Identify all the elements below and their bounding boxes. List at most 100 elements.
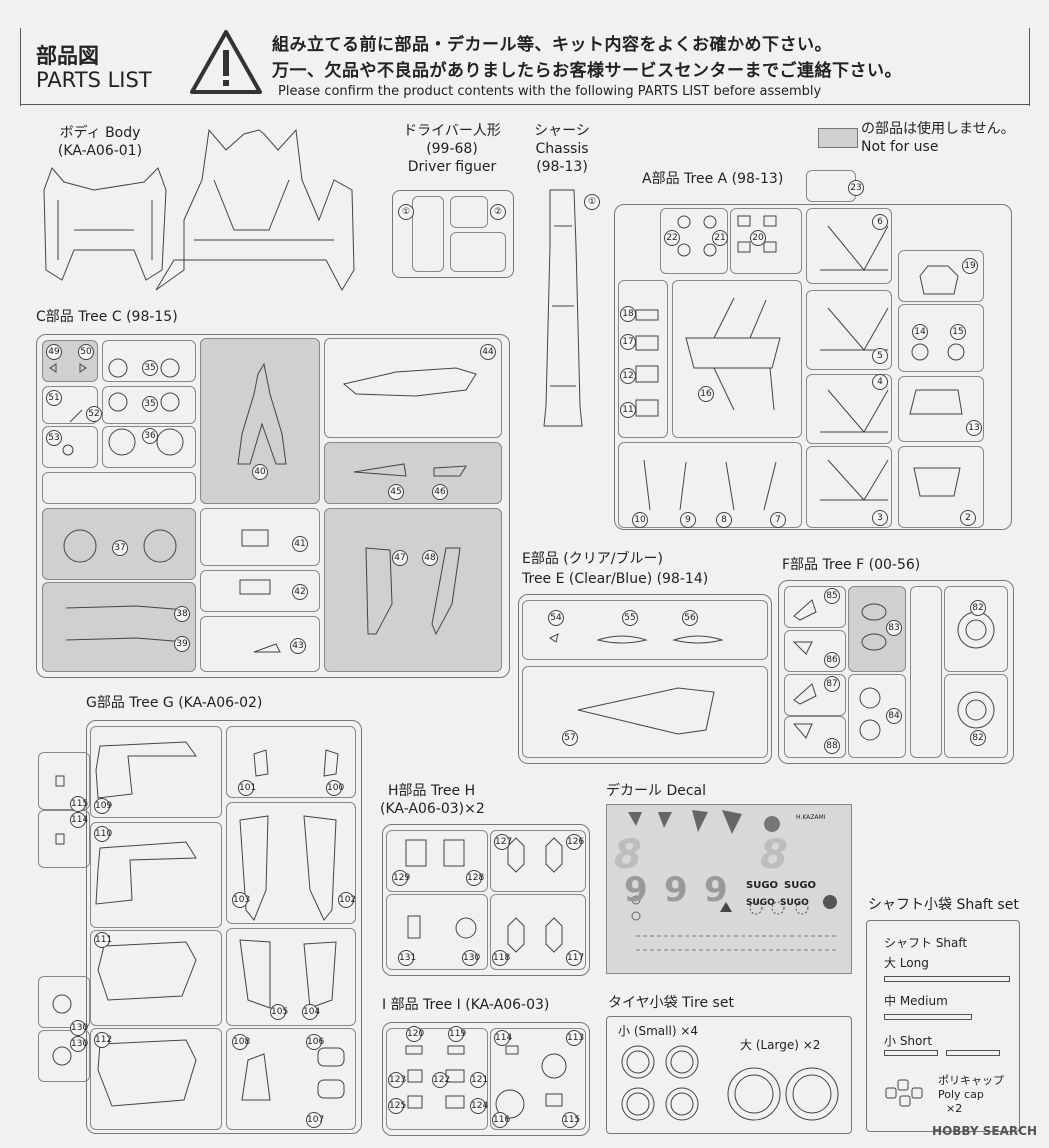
tree-i (382, 1022, 590, 1136)
tree-g-cell (226, 1028, 356, 1130)
tree-f-cell (784, 586, 846, 628)
part-number: 22 (664, 230, 680, 246)
part-number: 52 (86, 406, 102, 422)
tree-c (36, 334, 510, 678)
tree-h-cell (490, 830, 586, 892)
part-number: 121 (470, 1072, 488, 1088)
not-for-use-swatch (818, 128, 858, 148)
part-number: 15 (950, 324, 966, 340)
part-number: 3 (872, 510, 888, 526)
tree-c-cell (42, 472, 196, 504)
part-number: 103 (232, 892, 250, 908)
tree-g-side-cell (38, 976, 90, 1028)
part-number: ① (398, 204, 414, 220)
tree-a-parts (635, 215, 965, 511)
tree-f-cell (944, 674, 1008, 758)
notice-jp-1: 組み立てる前に部品・デカール等、キット内容をよくお確かめ下さい。 (272, 35, 832, 55)
tire-large-label: 大 (Large) ×2 (740, 1038, 821, 1052)
tree-a (614, 204, 1012, 530)
part-number: 129 (392, 870, 410, 886)
part-number: 53 (46, 430, 62, 446)
part-number: 113 (566, 1030, 584, 1046)
driver-title-en: Driver figuer (407, 159, 497, 175)
part-number: 115 (562, 1112, 580, 1128)
part-number: 109 (94, 798, 112, 814)
notice-jp-2: 万一、欠品や不良品がありましたらお客様サービスセンターまでご連絡下さい。 (272, 61, 902, 81)
tree-e-title-1: E部品 (クリア/ブルー) (522, 551, 663, 567)
part-number: 130 (462, 950, 480, 966)
part-number: 125 (388, 1098, 406, 1114)
body-title: ボディ Body (59, 125, 141, 141)
part-number: 35 (142, 360, 158, 376)
header-right-rule (1029, 28, 1030, 106)
decal-title: デカール Decal (606, 783, 707, 799)
part-number: 48 (422, 550, 438, 566)
part-number: 130 (70, 1036, 88, 1052)
shaft-long (884, 976, 1010, 982)
tree-a-cell (898, 304, 984, 372)
chassis-drawing (543, 189, 583, 427)
tree-c-cell (102, 340, 196, 382)
tree-a-cell (806, 290, 892, 370)
part-number: 115 (70, 796, 88, 812)
tree-c-cell (200, 570, 320, 612)
decal-number-8b: 8 (760, 832, 792, 878)
tire-set (606, 1016, 852, 1134)
driver-figure-cell (412, 196, 444, 272)
part-number: 104 (302, 1004, 320, 1020)
part-number: 38 (174, 606, 190, 622)
tree-a-cell (672, 280, 802, 438)
tree-h-title-2: (KA-A06-03)×2 (380, 801, 485, 817)
part-number: 107 (306, 1112, 324, 1128)
part-number: 124 (470, 1098, 488, 1114)
part-number: 50 (78, 344, 94, 360)
tree-f-cell (944, 586, 1008, 672)
shaft-title: シャフト小袋 Shaft set (868, 897, 1019, 913)
part-number: 21 (712, 230, 728, 246)
part-number: 101 (238, 780, 256, 796)
tree-f-cell (784, 630, 846, 672)
part-number: 39 (174, 636, 190, 652)
part-number: 86 (824, 652, 840, 668)
chassis-title-jp: シャーシ (534, 123, 590, 139)
part-number: 10 (632, 512, 648, 528)
tire-title: タイヤ小袋 Tire set (608, 995, 734, 1011)
part-number: 123 (388, 1072, 406, 1088)
part-number: 127 (494, 834, 512, 850)
part-number: 110 (94, 826, 112, 842)
body-drawing (43, 128, 355, 292)
tree-a-cell (806, 446, 892, 528)
tree-a-cell (618, 442, 802, 528)
tire-small-label: 小 (Small) ×4 (618, 1024, 699, 1038)
part-number: 44 (480, 344, 496, 360)
tree-g-cell (90, 726, 222, 818)
tree-f-parts (792, 599, 995, 741)
shaft-short-label: 小 Short (884, 1034, 933, 1048)
header-divider (20, 104, 1030, 105)
decal-sugo: SUGO (780, 898, 809, 908)
part-number: 108 (232, 1034, 250, 1050)
tree-a-cell (660, 208, 728, 274)
part-number: 54 (548, 610, 564, 626)
part-number: 9 (680, 512, 696, 528)
tree-g-title: G部品 Tree G (KA-A06-02) (86, 695, 263, 711)
tree-a-cell (730, 208, 802, 274)
part-number: 119 (448, 1026, 466, 1042)
shaft-medium-label: 中 Medium (884, 994, 948, 1008)
tree-c-title: C部品 Tree C (98-15) (36, 309, 178, 325)
shaft-medium (884, 1014, 972, 1020)
page-title-jp: 部品図 (36, 44, 99, 68)
decal-sugo: SUGO (746, 880, 779, 891)
part-number: 16 (698, 386, 714, 402)
part-number: 88 (824, 738, 840, 754)
part-number: 84 (886, 708, 902, 724)
driver-head-cell (450, 196, 488, 228)
part-number: 120 (406, 1026, 424, 1042)
legend-en: Not for use (861, 139, 939, 155)
decal-number-9b: 9 (664, 870, 688, 910)
part-number: 4 (872, 374, 888, 390)
tree-g-side-cell (38, 1030, 90, 1082)
part-number: 82 (970, 600, 986, 616)
tree-i-title: I 部品 Tree I (KA-A06-03) (382, 997, 550, 1013)
part-number: 118 (492, 950, 510, 966)
